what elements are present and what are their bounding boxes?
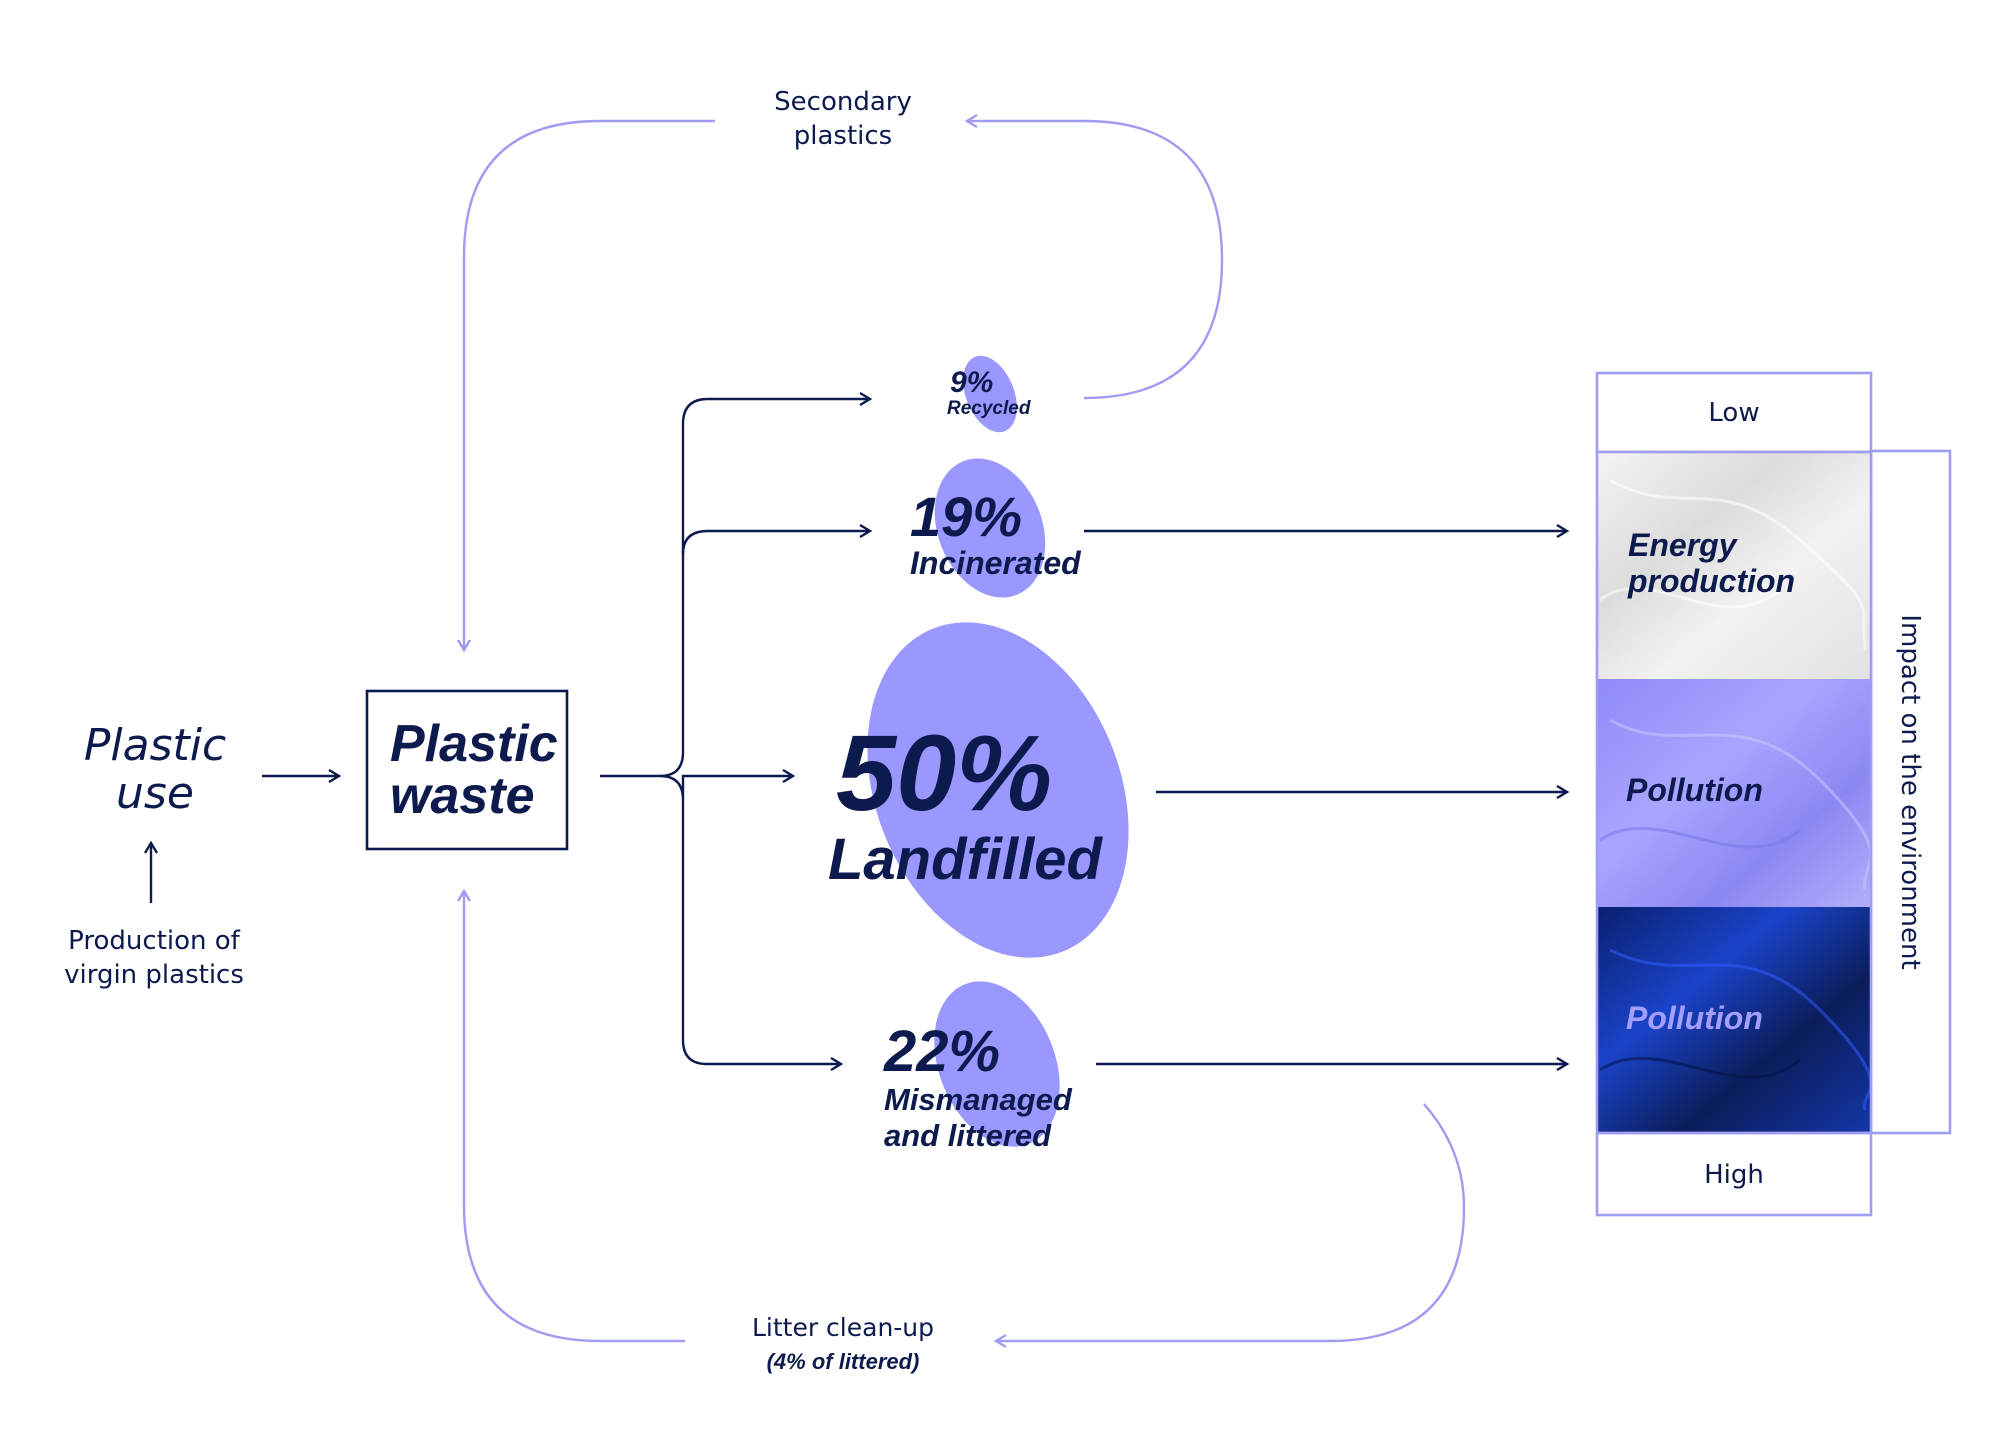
secondary-loop-left <box>456 119 715 653</box>
impact-low-box <box>1595 371 1873 454</box>
recycled-label: 9% Recycled <box>947 366 1031 422</box>
branch-mismanaged <box>681 800 844 1072</box>
plastic-waste-box <box>365 689 569 851</box>
secondary-plastics-label: Secondary plastics <box>774 85 912 153</box>
mismanaged-pct: 22% <box>884 1019 1001 1084</box>
plastic-use-line1: Plastic <box>83 720 227 771</box>
litter-loop-left <box>456 888 685 1343</box>
mismanaged-text1: Mismanaged <box>884 1082 1072 1117</box>
litter-line2: (4% of littered) <box>766 1349 920 1374</box>
landfilled-blob <box>867 622 1129 958</box>
litter-loop-right <box>993 1103 1466 1349</box>
energy-line1: Energy <box>1628 527 1737 563</box>
plastic-waste-line2: waste <box>390 767 535 825</box>
secondary-line1: Secondary <box>774 87 912 117</box>
recycled-pct: 9% <box>950 366 994 399</box>
pollution-mid-band <box>1597 679 1871 907</box>
impact-high-box <box>1595 1131 1873 1217</box>
mismanaged-text2: and littered <box>884 1118 1052 1153</box>
production-label: Production of virgin plastics <box>64 924 244 992</box>
landfilled-label: 50% Landfilled <box>828 718 1102 892</box>
pollution-dark-band <box>1597 907 1871 1133</box>
plastic-use-label: Plastic use <box>84 722 226 818</box>
branch-landfilled <box>659 768 796 801</box>
incinerated-text: Incinerated <box>910 545 1081 581</box>
recycled-blob <box>963 355 1017 433</box>
landfilled-text: Landfilled <box>828 827 1102 892</box>
marbling-texture <box>1599 478 1873 1111</box>
recycled-text: Recycled <box>947 398 1031 419</box>
waste-branch-trunk <box>600 391 873 778</box>
production-line2: virgin plastics <box>64 960 244 990</box>
litter-cleanup-label: Litter clean-up (4% of littered) <box>752 1311 934 1379</box>
impact-scale-outline <box>1595 450 1873 1135</box>
landfilled-pct: 50% <box>836 712 1053 833</box>
litter-line1: Litter clean-up <box>751 1313 935 1342</box>
plastic-waste-line1: Plastic <box>390 715 558 773</box>
mismanaged-label: 22% Mismanaged and littered <box>884 1022 1072 1154</box>
branch-incinerated <box>681 523 873 555</box>
pollution-mid-label: Pollution <box>1626 772 1763 808</box>
production-line1: Production of <box>68 926 240 956</box>
impact-low-label: Low <box>1708 398 1760 428</box>
pollution-dark-label: Pollution <box>1626 1000 1763 1036</box>
impact-high-label: High <box>1704 1160 1764 1190</box>
energy-production-band <box>1597 452 1871 679</box>
plastic-waste-label: Plastic waste <box>390 718 558 822</box>
plastic-use-line2: use <box>116 768 194 819</box>
incinerated-pct: 19% <box>910 485 1023 548</box>
energy-line2: production <box>1628 563 1796 599</box>
secondary-line2: plastics <box>793 121 893 151</box>
energy-production-label: Energy production <box>1628 527 1795 599</box>
incinerated-label: 19% Incinerated <box>910 485 1081 582</box>
incinerated-blob <box>934 458 1046 598</box>
impact-axis-label: Impact on the environment <box>1895 614 1925 970</box>
secondary-loop-right <box>964 113 1224 400</box>
mismanaged-blob <box>934 981 1060 1147</box>
